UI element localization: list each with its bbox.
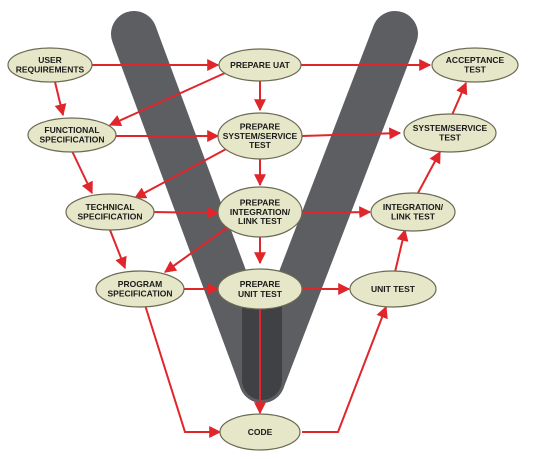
- edge-prepare-integration-to-program: [164, 226, 229, 273]
- node-label-line: UNIT TEST: [238, 289, 283, 299]
- edge-unit-test-to-integration-test: [394, 228, 409, 273]
- node-label-line: PREPARE: [240, 198, 281, 208]
- edge-user-req-to-functional: [54, 81, 67, 117]
- v-shape: [111, 11, 418, 403]
- node-integration-link-test: INTEGRATION/LINK TEST: [370, 192, 456, 232]
- node-label-line: LINK TEST: [238, 216, 283, 226]
- node-label-line: TEST: [464, 64, 487, 74]
- edge-technical-to-program: [109, 229, 127, 270]
- node-label-line: FUNCTIONAL: [44, 125, 99, 135]
- node-prepare-uat: PREPARE UAT: [218, 48, 302, 82]
- node-label-line: PREPARE UAT: [230, 60, 290, 70]
- node-label-line: TEST: [249, 140, 272, 150]
- node-label-line: TEST: [439, 132, 462, 142]
- node-label-line: INTEGRATION/: [230, 207, 291, 217]
- node-label-line: PROGRAM: [118, 279, 162, 289]
- node-code: CODE: [219, 413, 301, 451]
- edge-code-to-unit-test: [302, 305, 388, 433]
- edge-integration-test-to-system-test: [417, 150, 441, 194]
- node-unit-test: UNIT TEST: [349, 270, 437, 308]
- node-label-line: LINK TEST: [391, 211, 436, 221]
- node-label-line: REQUIREMENTS: [16, 64, 85, 74]
- node-label-line: USER: [38, 55, 62, 65]
- node-label-line: SYSTEM/SERVICE: [223, 131, 298, 141]
- edge-prepare-uat-to-functional: [108, 72, 226, 127]
- edge-prepare-integration-to-integration-test: [301, 206, 372, 219]
- edges: [54, 59, 468, 438]
- edge-system-test-to-acceptance: [451, 81, 468, 116]
- node-label-line: INTEGRATION/: [383, 202, 444, 212]
- node-label-line: SPECIFICATION: [39, 134, 104, 144]
- node-label-line: PREPARE: [240, 122, 281, 132]
- node-label-line: SPECIFICATION: [77, 211, 142, 221]
- edge-prepare-system-to-system-test: [301, 127, 402, 140]
- node-label-line: SYSTEM/SERVICE: [413, 123, 488, 133]
- node-label-line: ACCEPTANCE: [446, 55, 505, 65]
- node-label-line: CODE: [248, 427, 273, 437]
- node-label-line: TECHNICAL: [85, 202, 134, 212]
- edge-program-to-code: [144, 304, 222, 438]
- node-label-line: UNIT TEST: [371, 284, 416, 294]
- node-label-line: PREPARE: [240, 279, 281, 289]
- edge-prepare-system-to-technical: [133, 147, 229, 199]
- edge-functional-to-technical: [71, 150, 93, 195]
- edge-technical-to-prepare-integration: [151, 206, 220, 219]
- node-label-line: SPECIFICATION: [107, 288, 172, 298]
